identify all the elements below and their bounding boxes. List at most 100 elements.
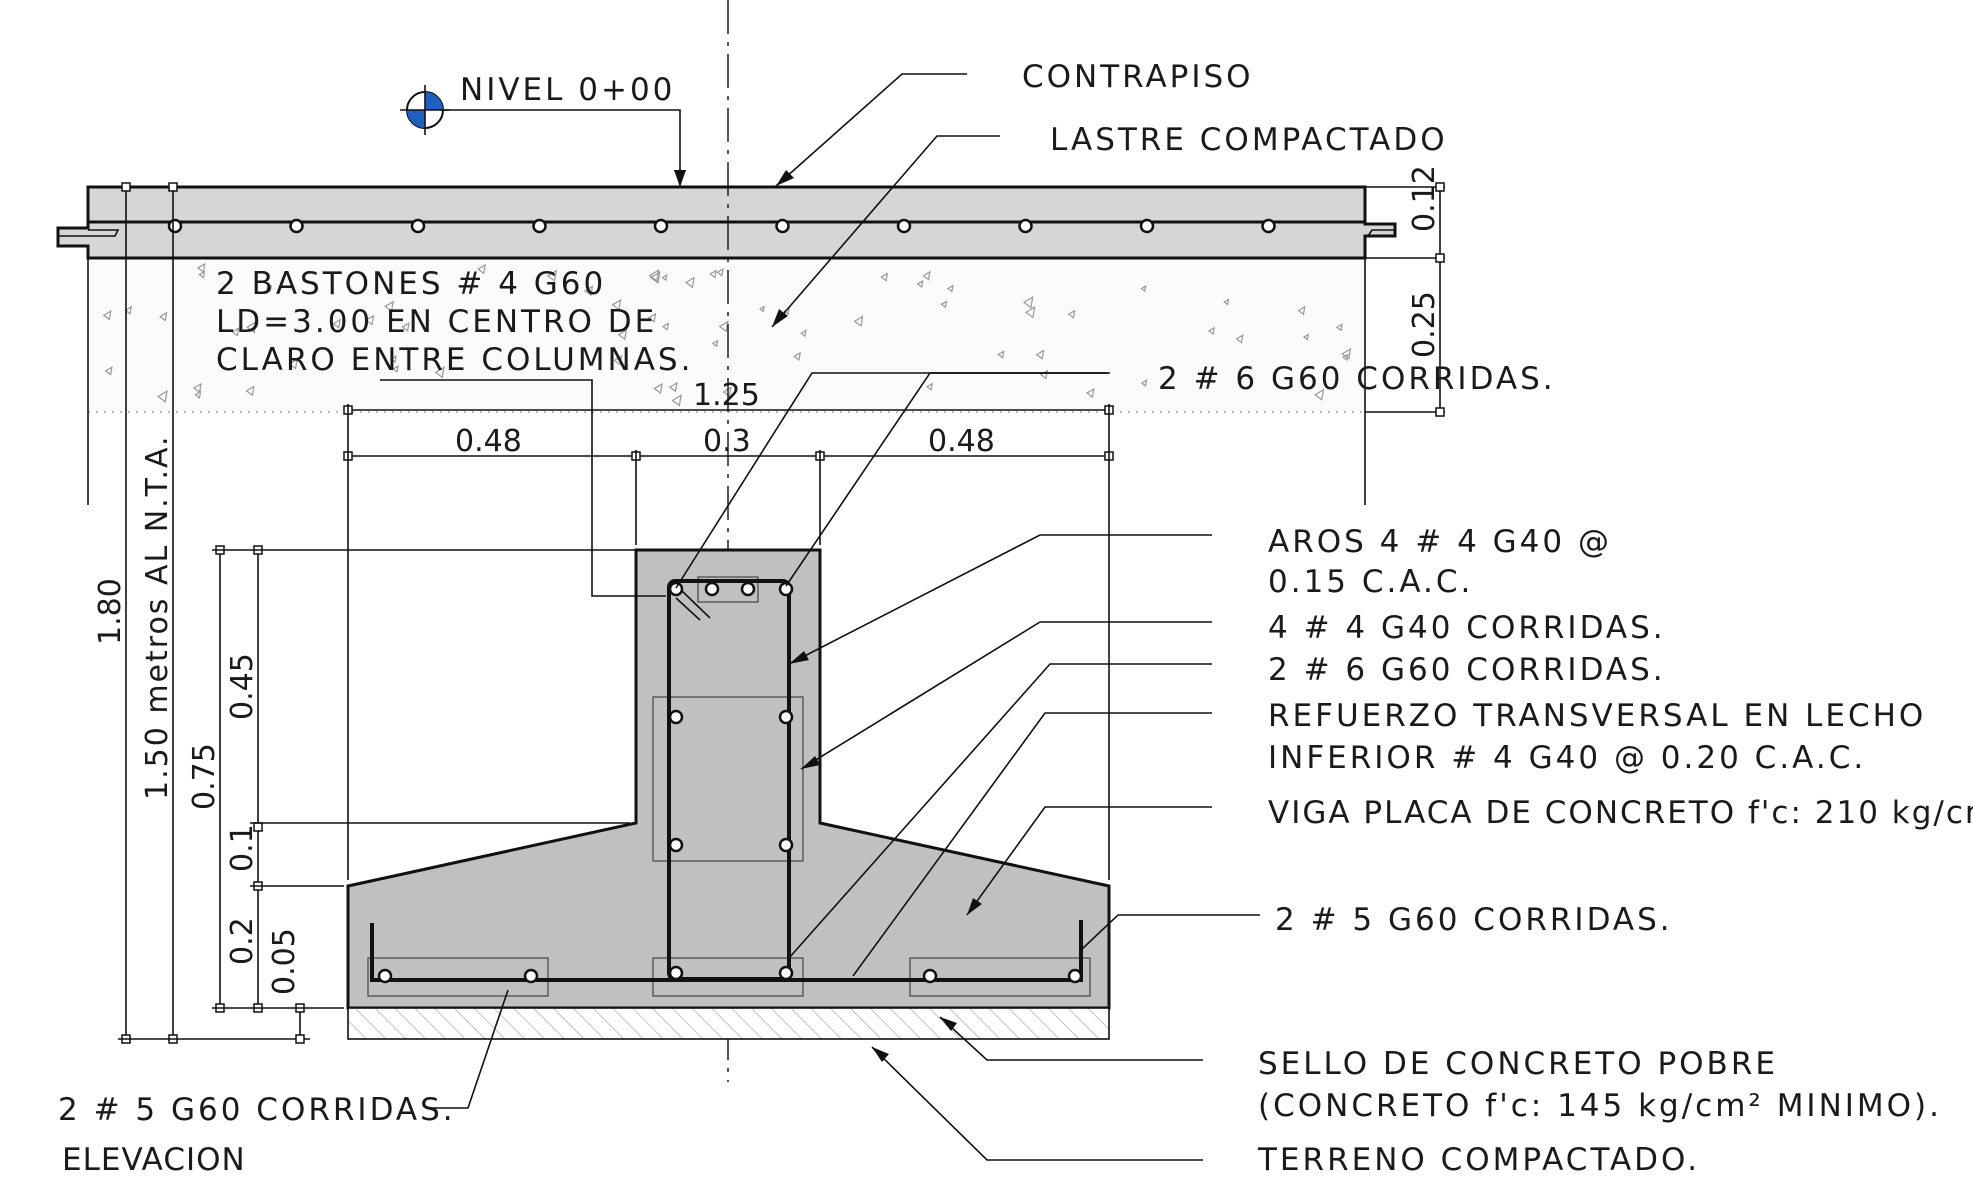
gravel-mark	[758, 305, 765, 313]
slab-rebar-row	[167, 218, 1276, 234]
gravel-mark	[1067, 309, 1076, 319]
label-terreno: TERRENO COMPACTADO.	[1257, 1142, 1700, 1177]
slab-rebar	[1261, 218, 1276, 234]
slab-rebar	[167, 218, 183, 234]
lean-concrete-seal	[347, 1007, 1110, 1040]
label-viga-placa: VIGA PLACA DE CONCRETO f'c: 210 kg/cm²	[1268, 795, 1973, 831]
dim-total-depth: 1.80	[93, 578, 128, 645]
dim-right-flange: 0.48	[928, 424, 995, 459]
gravel-mark	[266, 284, 272, 292]
gravel-mark	[194, 390, 202, 399]
gravel-mark	[711, 339, 719, 348]
gravel-mark	[716, 267, 724, 277]
gravel-mark	[648, 269, 660, 282]
label-refuerzo-line1: REFUERZO TRANSVERSAL EN LECHO	[1268, 698, 1926, 734]
gravel-mark	[1235, 334, 1244, 344]
gravel-mark	[1223, 298, 1230, 306]
gravel-mark	[853, 315, 864, 327]
gravel-mark	[661, 322, 670, 331]
gravel-mark	[332, 318, 341, 329]
gravel-mark	[916, 279, 924, 289]
label-bastones-line1: 2 BASTONES # 4 G60	[216, 266, 606, 302]
gravel-mark	[1085, 387, 1095, 399]
gravel-mark	[940, 300, 948, 309]
slab-rebar	[653, 218, 669, 234]
gravel-mark	[709, 269, 717, 279]
gravel-mark	[434, 366, 445, 379]
gravel-mark	[246, 320, 257, 334]
gravel-mark	[1035, 349, 1045, 360]
compacted-fill	[88, 258, 1365, 413]
label-contrapiso: CONTRAPISO	[1022, 59, 1254, 95]
gravel-mark	[1022, 295, 1034, 309]
gravel-mark	[1140, 379, 1148, 387]
label-bastones-line3: CLARO ENTRE COLUMNAS.	[216, 342, 693, 378]
label-bars-5-left: 2 # 5 G60 CORRIDAS.	[58, 1092, 456, 1128]
dim-fill-thickness: 0.25	[1407, 291, 1442, 358]
gravel-mark	[684, 276, 695, 289]
gravel-mark	[198, 270, 206, 279]
gravel-mark	[647, 312, 657, 323]
gravel-mark	[880, 272, 889, 282]
gravel-mark	[925, 382, 933, 391]
gravel-mark	[718, 320, 729, 333]
label-sello-line1: SELLO DE CONCRETO POBRE	[1258, 1046, 1778, 1082]
label-bars-5-right: 2 # 5 G60 CORRIDAS.	[1275, 902, 1673, 938]
gravel-mark	[196, 262, 206, 274]
gravel-mark	[245, 385, 255, 397]
label-refuerzo-line2: INFERIOR # 4 G40 @ 0.20 C.A.C.	[1268, 740, 1866, 776]
level-marker	[400, 85, 686, 187]
label-bars-6-g60: 2 # 6 G60 CORRIDAS.	[1268, 652, 1666, 688]
gravel-mark	[1297, 305, 1306, 316]
gravel-mark	[192, 382, 202, 394]
gravel-mark	[392, 365, 399, 373]
gravel-mark	[668, 381, 678, 393]
gravel-mark	[800, 329, 807, 338]
view-title: ELEVACION	[62, 1142, 246, 1177]
gravel-mark	[477, 263, 486, 275]
level-label: NIVEL 0+00	[460, 72, 675, 108]
gravel-mark	[231, 327, 240, 337]
dim-slab-thickness: 0.12	[1407, 165, 1442, 232]
dim-depth-nta: 1.50 metros AL N.T.A.	[140, 434, 175, 800]
gravel-mark	[546, 269, 558, 282]
gravel-mark	[1207, 326, 1215, 336]
slab-rebar	[532, 218, 547, 234]
gravel-mark	[1314, 388, 1325, 401]
gravel-mark	[997, 350, 1005, 359]
slab-rebar	[775, 218, 790, 234]
gravel-mark	[365, 314, 375, 326]
dim-stem-height: 0.45	[225, 653, 260, 720]
dim-stem-width: 0.3	[703, 424, 751, 459]
gravel-mark	[390, 355, 397, 364]
gravel-mark	[671, 394, 682, 407]
label-lastre: LASTRE COMPACTADO	[1050, 122, 1448, 158]
dim-seal: 0.05	[267, 928, 302, 995]
gravel-mark	[1335, 323, 1343, 332]
slab-rebar	[289, 218, 304, 234]
slab-rebar	[896, 218, 912, 234]
gravel-mark	[1341, 353, 1349, 362]
inverted-t-footing	[346, 548, 1111, 1040]
dim-left-flange: 0.48	[455, 424, 522, 459]
label-bars-4-g40: 4 # 4 G40 CORRIDAS.	[1268, 610, 1666, 646]
dimension-lines	[118, 182, 1445, 1044]
gravel-texture	[102, 262, 1352, 407]
gravel-mark	[157, 389, 168, 403]
gravel-mark	[613, 354, 623, 366]
gravel-mark	[1140, 284, 1147, 293]
gravel-mark	[661, 273, 668, 282]
slab-rebar	[410, 218, 426, 234]
label-bastones-line2: LD=3.00 EN CENTRO DE	[216, 304, 657, 340]
gravel-mark	[159, 311, 168, 322]
gravel-mark	[124, 305, 132, 315]
gravel-mark	[1024, 305, 1036, 319]
floor-slab	[56, 185, 1397, 260]
gravel-mark	[384, 300, 394, 313]
gravel-mark	[401, 321, 410, 333]
gravel-mark	[653, 382, 663, 395]
gravel-mark	[649, 270, 661, 284]
slab-rebar	[1018, 218, 1033, 234]
dim-total-width: 1.25	[693, 378, 760, 413]
